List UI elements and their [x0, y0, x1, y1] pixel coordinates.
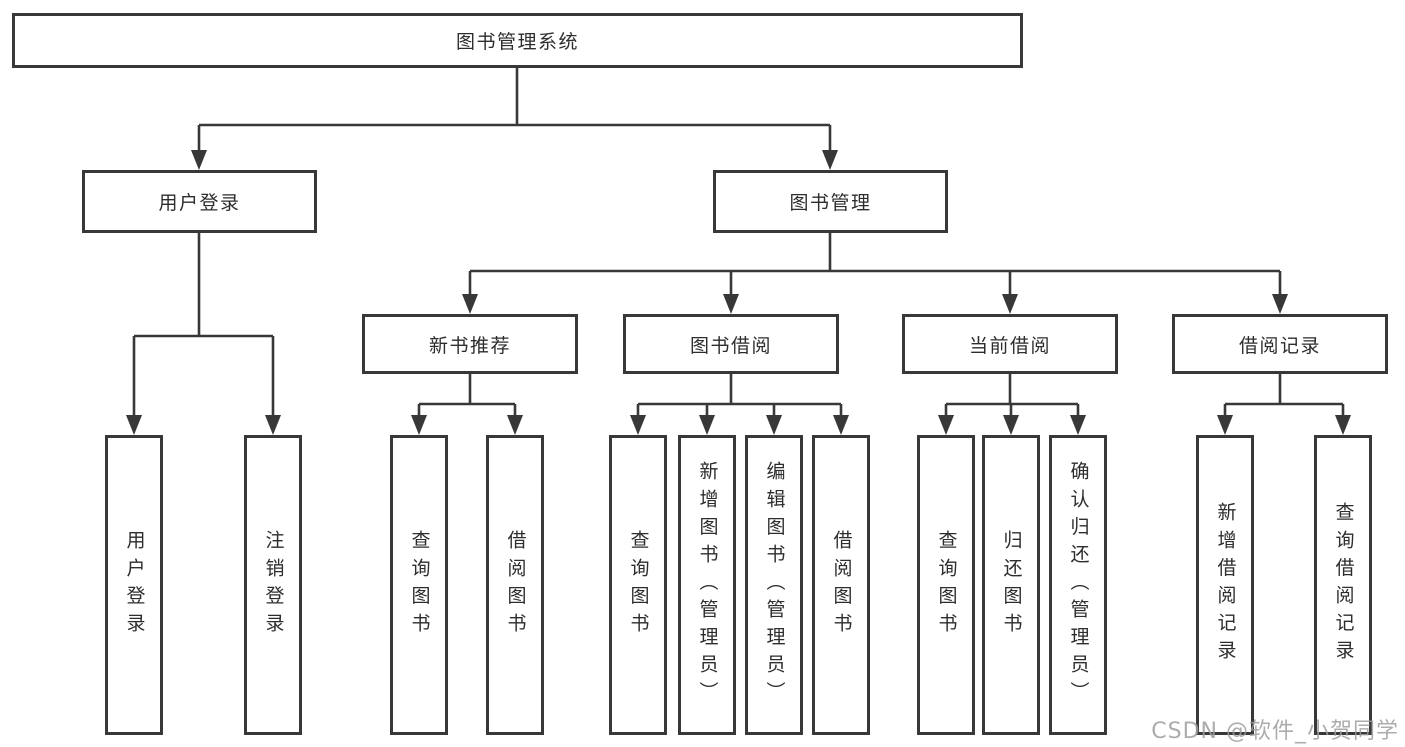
node-current-borrow: 当前借阅: [902, 314, 1118, 374]
arrowhead: [699, 415, 715, 435]
arrowhead: [1002, 294, 1018, 314]
arrowhead: [833, 415, 849, 435]
leaf-add-books-admin: 新增图书（管理员）: [678, 435, 736, 735]
arrowhead: [1335, 415, 1351, 435]
arrowhead: [1272, 294, 1288, 314]
leaf-edit-books-admin: 编辑图书（管理员）: [745, 435, 803, 735]
leaf-user-login: 用户登录: [105, 435, 163, 735]
arrowhead: [822, 150, 838, 170]
arrowhead: [411, 415, 427, 435]
leaf-logout-login: 注销登录: [244, 435, 302, 735]
leaf-borrow-books: 借阅图书: [812, 435, 870, 735]
arrowhead: [265, 415, 281, 435]
arrowhead: [462, 294, 478, 314]
node-book-management: 图书管理: [713, 170, 948, 233]
arrowhead: [191, 150, 207, 170]
leaf-query-books-recommend: 查询图书: [390, 435, 448, 735]
leaf-add-borrow-record: 新增借阅记录: [1196, 435, 1254, 735]
arrowhead: [630, 415, 646, 435]
arrowhead: [1070, 415, 1086, 435]
arrowhead: [1217, 415, 1233, 435]
node-book-borrow: 图书借阅: [623, 314, 839, 374]
leaf-borrow-books-recommend: 借阅图书: [486, 435, 544, 735]
arrowhead: [507, 415, 523, 435]
leaf-query-books-borrow: 查询图书: [609, 435, 667, 735]
arrowhead: [723, 294, 739, 314]
watermark-text: CSDN @软件_小贺同学: [1151, 719, 1399, 744]
leaf-query-borrow-record: 查询借阅记录: [1314, 435, 1372, 735]
leaf-return-books: 归还图书: [982, 435, 1040, 735]
leaf-confirm-return-admin: 确认归还（管理员）: [1049, 435, 1107, 735]
arrowhead: [126, 415, 142, 435]
node-root: 图书管理系统: [12, 13, 1023, 68]
node-new-book-recommend: 新书推荐: [362, 314, 578, 374]
node-borrow-record: 借阅记录: [1172, 314, 1388, 374]
leaf-query-books-current: 查询图书: [917, 435, 975, 735]
node-user-login: 用户登录: [82, 170, 317, 233]
arrowhead: [1003, 415, 1019, 435]
arrowhead: [766, 415, 782, 435]
arrowhead: [938, 415, 954, 435]
